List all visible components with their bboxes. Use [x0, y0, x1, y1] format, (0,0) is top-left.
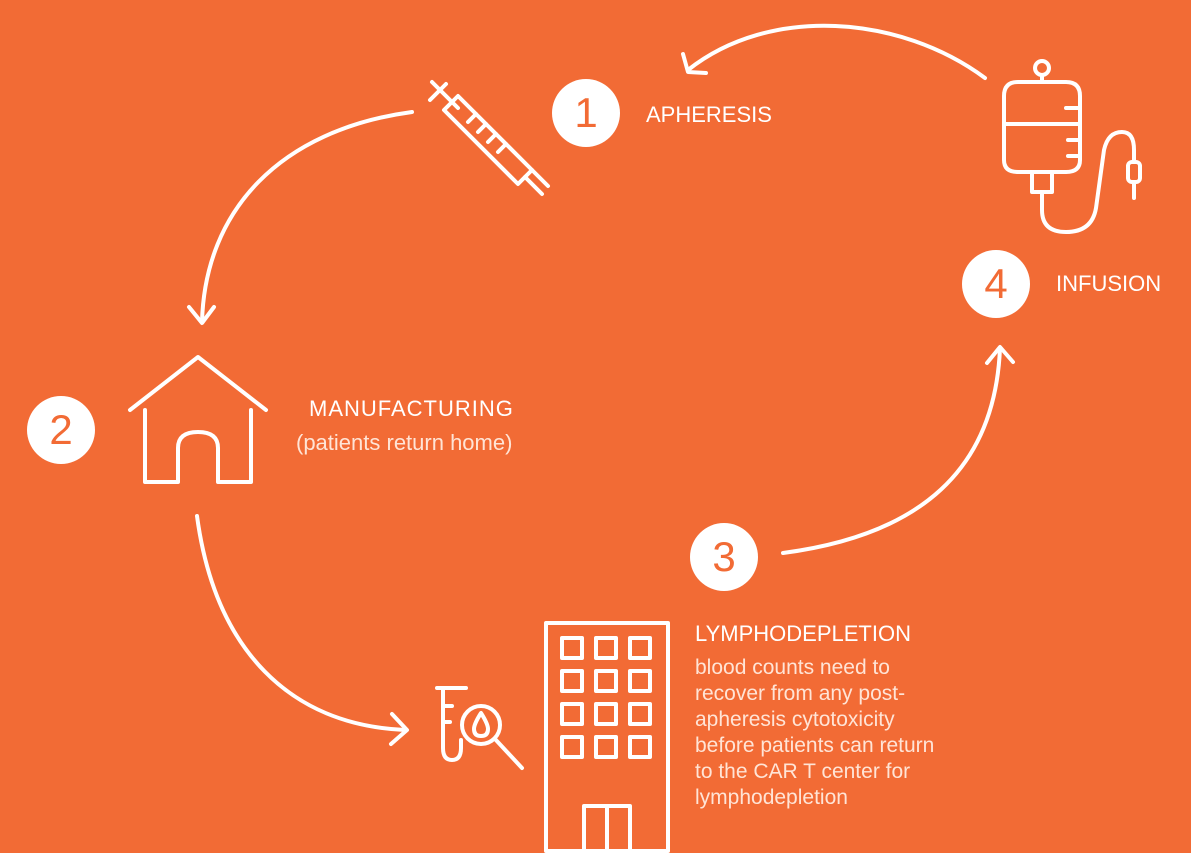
house-icon [128, 355, 268, 484]
step-3-description-line: blood counts need to [695, 656, 890, 679]
step-1-number-badge: 1 [552, 79, 620, 147]
step-3-description-line: before patients can return [695, 734, 935, 757]
arrow-infusion-to-apheresis [681, 23, 987, 80]
step-3-label: LYMPHODEPLETION [695, 621, 911, 646]
step-4-label: INFUSION [1056, 271, 1162, 296]
step-3-description-line: lymphodepletion [695, 786, 848, 809]
syringe-icon [428, 80, 550, 196]
step-2-sublabel: (patients return home) [296, 430, 513, 455]
step-3-description-line: to the CAR T center for [695, 760, 911, 783]
iv-bag-icon [1002, 59, 1142, 234]
arrow-manufacturing-to-lymphodepletion [195, 514, 409, 746]
step-3-description-line: recover from any post- [695, 682, 906, 705]
step-3-description-line: apheresis cytotoxicity [695, 708, 895, 731]
test-tube-magnifier-icon [435, 686, 524, 770]
step-3-description: blood counts need to recover from any po… [695, 655, 995, 811]
step-3-number-badge: 3 [690, 523, 758, 591]
step-2-number-badge: 2 [27, 396, 95, 464]
hospital-building-icon [544, 621, 670, 853]
arrow-apheresis-to-manufacturing [187, 110, 414, 325]
step-1-label: APHERESIS [646, 102, 772, 127]
step-4-number-badge: 4 [962, 250, 1030, 318]
step-2-label: MANUFACTURING [309, 396, 514, 421]
arrow-lymphodepletion-to-infusion [781, 345, 1015, 555]
